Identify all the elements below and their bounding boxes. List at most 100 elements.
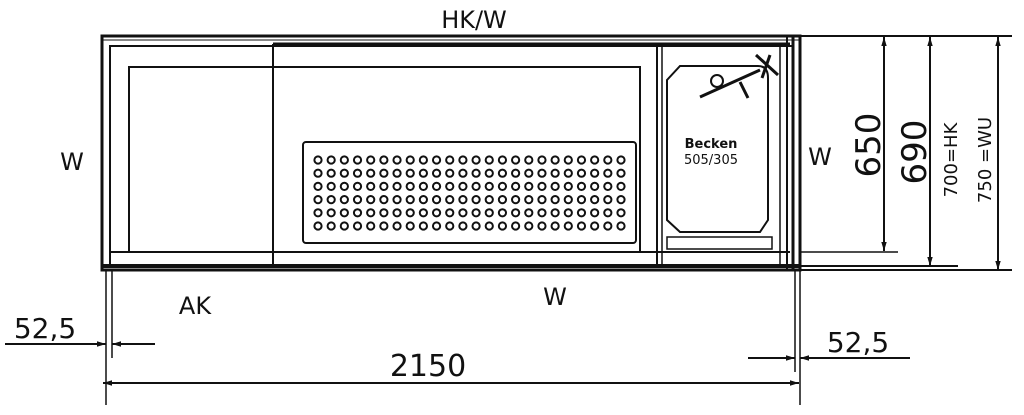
- perforation-hole: [484, 208, 494, 218]
- perforation-hole: [431, 155, 442, 165]
- perforation-hole: [524, 221, 534, 231]
- perforation-hole: [497, 195, 508, 205]
- perforation-hole: [511, 181, 521, 191]
- perforation-hole: [418, 181, 428, 191]
- counter-outer-frame: [100, 34, 802, 272]
- perforation-hole: [392, 221, 402, 231]
- perforation-hole: [524, 181, 534, 191]
- perforation-hole: [405, 195, 415, 205]
- perforation-hole: [497, 155, 508, 165]
- perforation-hole: [352, 208, 363, 218]
- perforation-hole: [590, 181, 600, 191]
- perforation-hole: [392, 195, 402, 205]
- perforation-hole: [392, 155, 402, 165]
- basin-name: Becken: [685, 137, 738, 152]
- perforation-hole: [471, 181, 481, 191]
- perforation-hole: [576, 181, 587, 191]
- perforation-hole: [405, 221, 415, 231]
- perforation-hole: [379, 168, 389, 178]
- perforation-hole: [405, 168, 415, 178]
- perforation-hole: [313, 155, 323, 165]
- perforation-hole: [326, 168, 336, 178]
- perforation-hole: [418, 168, 428, 178]
- perforation-hole: [524, 168, 534, 178]
- perforation-hole: [458, 221, 468, 231]
- perforation-hole: [616, 181, 626, 191]
- perforation-hole: [313, 195, 323, 205]
- perforation-hole: [563, 181, 573, 191]
- perforation-hole: [550, 168, 560, 178]
- basin-size: 505/305: [684, 153, 738, 168]
- perforation-hole: [352, 155, 363, 165]
- perforation-hole: [339, 221, 349, 231]
- perforation-hole: [537, 155, 547, 165]
- perforation-hole: [418, 195, 428, 205]
- perforation-hole: [405, 208, 415, 218]
- dim-650: 650: [849, 113, 889, 178]
- perforation-hole: [326, 155, 336, 165]
- perforation-hole: [366, 168, 376, 178]
- perforation-hole: [524, 195, 534, 205]
- perforation-hole: [537, 168, 547, 178]
- perforation-hole: [603, 221, 613, 231]
- perforation-hole: [379, 221, 389, 231]
- perforation-hole: [458, 155, 468, 165]
- perforation-hole: [484, 168, 494, 178]
- inner-compartment: [128, 66, 641, 253]
- perforation-hole: [471, 221, 481, 231]
- perforation-hole: [497, 181, 508, 191]
- perforation-hole: [379, 181, 389, 191]
- perforation-hole: [550, 221, 560, 231]
- perforation-hole: [484, 181, 494, 191]
- perforation-hole: [550, 181, 560, 191]
- perforation-hole: [392, 168, 402, 178]
- perforation-hole: [484, 221, 494, 231]
- perforation-hole: [445, 195, 455, 205]
- perforation-hole: [379, 155, 389, 165]
- perforation-hole: [339, 155, 349, 165]
- perforation-hole: [590, 208, 600, 218]
- faucet-icon: [699, 53, 780, 99]
- perforation-hole: [405, 181, 415, 191]
- perforation-hole: [524, 208, 534, 218]
- perforation-hole: [405, 155, 415, 165]
- perforation-hole: [352, 168, 363, 178]
- perforation-hole: [616, 155, 626, 165]
- perforation-hole: [484, 195, 494, 205]
- perforation-hole: [366, 155, 376, 165]
- label-left-wall: W: [60, 148, 84, 176]
- perforation-hole: [590, 155, 600, 165]
- perforation-hole: [431, 208, 442, 218]
- perforation-hole: [366, 195, 376, 205]
- perforation-hole: [497, 208, 508, 218]
- perforation-hole: [313, 181, 323, 191]
- dim-750-wu: 750 =WU: [975, 117, 996, 203]
- perforation-hole: [511, 168, 521, 178]
- perforation-holes: [313, 155, 626, 231]
- perforation-hole: [603, 168, 613, 178]
- dim-offset-right: 52,5: [827, 326, 889, 359]
- perforation-hole: [339, 168, 349, 178]
- perforation-hole: [563, 168, 573, 178]
- perforation-hole: [379, 195, 389, 205]
- perforation-hole: [431, 168, 442, 178]
- perforation-hole: [366, 181, 376, 191]
- perforation-hole: [445, 181, 455, 191]
- perforation-hole: [458, 168, 468, 178]
- perforation-hole: [471, 168, 481, 178]
- perforation-hole: [352, 195, 363, 205]
- perforation-hole: [537, 195, 547, 205]
- label-ak: AK: [179, 292, 212, 320]
- perforation-hole: [563, 221, 573, 231]
- perforation-hole: [616, 195, 626, 205]
- perforation-hole: [603, 195, 613, 205]
- perforation-hole: [576, 155, 587, 165]
- label-front-wall: W: [543, 283, 567, 311]
- perforation-hole: [497, 168, 508, 178]
- perforation-hole: [590, 221, 600, 231]
- perforation-hole: [603, 181, 613, 191]
- perforation-hole: [366, 221, 376, 231]
- perforation-hole: [537, 221, 547, 231]
- perforation-hole: [458, 195, 468, 205]
- perforation-hole: [326, 181, 336, 191]
